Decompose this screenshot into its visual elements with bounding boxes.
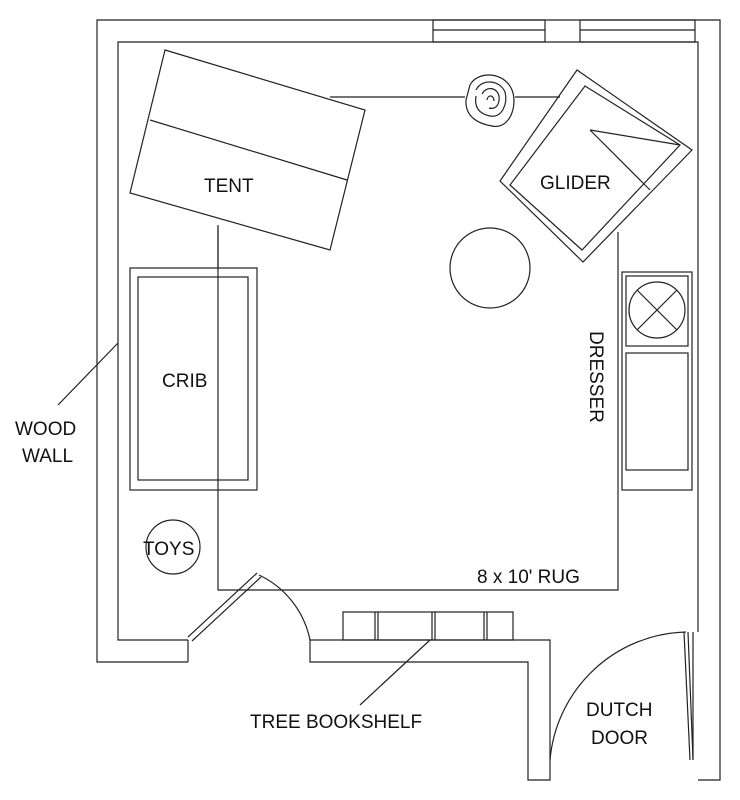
wood-wall-label-2: WALL [22, 446, 73, 467]
dresser-label: DRESSER [585, 331, 606, 423]
window-right [579, 19, 696, 43]
walls [96, 19, 721, 781]
toy-bin [145, 519, 201, 575]
inner-wall [117, 41, 699, 641]
wood-wall-label-1: WOOD [15, 419, 76, 440]
tent: TENT [129, 49, 366, 268]
tent-label: TENT [204, 176, 254, 197]
crib-label: CRIB [162, 371, 207, 392]
rug [217, 96, 619, 591]
glider-label: GLIDER [540, 173, 611, 194]
dutch-door-label-2: DOOR [591, 728, 648, 749]
hall-wall [309, 639, 551, 781]
tree-bookshelf: TREE BOOKSHELF [250, 611, 514, 733]
toys-label: TOYS [143, 539, 194, 560]
glider: GLIDER [499, 69, 693, 263]
window-left [432, 19, 546, 43]
bookshelf-label: TREE BOOKSHELF [250, 712, 422, 733]
outer-wall [96, 19, 721, 781]
wood-wall-callout: WOOD WALL [15, 342, 119, 467]
windows [432, 19, 696, 43]
ottoman [449, 227, 531, 309]
dresser: DRESSER [585, 271, 693, 491]
crib: CRIB [129, 267, 258, 491]
rug-label: 8 x 10' RUG [477, 567, 580, 588]
dutch-door-label-1: DUTCH [586, 700, 653, 721]
tree-stump-icon [465, 74, 515, 127]
bedroom-door[interactable] [187, 572, 311, 642]
dutch-door[interactable]: DUTCH DOOR [549, 631, 694, 761]
lamp-icon [628, 281, 686, 339]
